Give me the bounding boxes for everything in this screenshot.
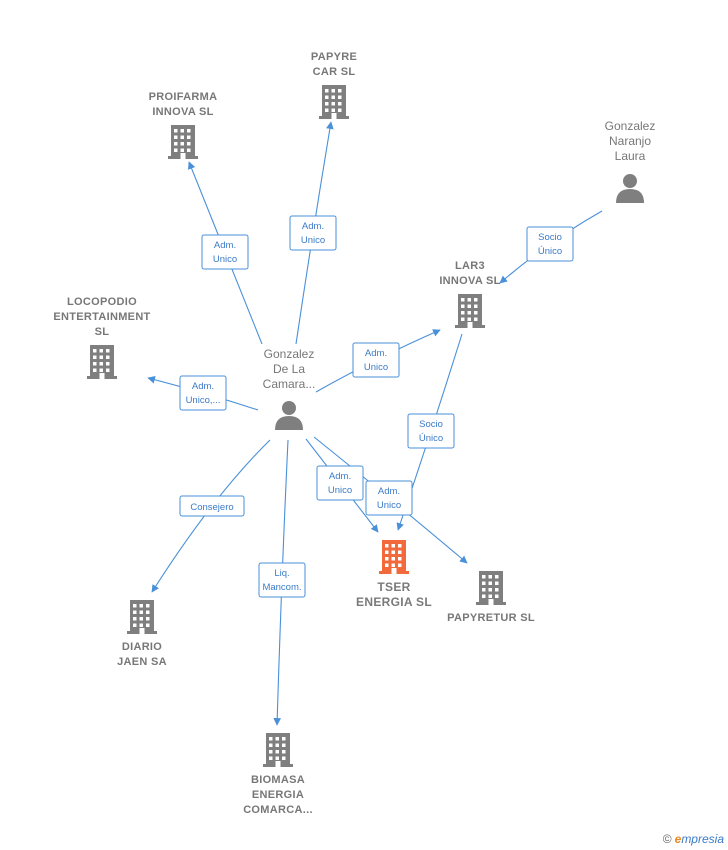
node-locopodio[interactable]: LOCOPODIO ENTERTAINMENT SL (53, 296, 150, 379)
node-label: JAEN SA (117, 656, 167, 668)
person-icon (616, 174, 644, 203)
node-biomasa[interactable]: BIOMASA ENERGIA COMARCA... (243, 733, 313, 816)
edge-label-text: Unico (328, 485, 352, 496)
node-label: ENTERTAINMENT (53, 311, 150, 323)
node-diario[interactable]: DIARIO JAEN SA (117, 600, 167, 668)
edge-label-text: Adm. (378, 486, 400, 497)
node-label: INNOVA SL (152, 106, 213, 118)
edge-label-text: Adm. (365, 348, 387, 359)
edge-label-text: Adm. (329, 471, 351, 482)
edge-label-box (352, 342, 400, 378)
node-label: Laura (615, 149, 646, 163)
node-label: BIOMASA (251, 774, 305, 786)
node-label: DIARIO (122, 641, 162, 653)
building-icon (476, 571, 506, 605)
edge-label-text: Adm. (192, 381, 214, 392)
node-label: De La (273, 362, 305, 376)
edge-label-text: Unico,... (186, 395, 221, 406)
building-icon (263, 733, 293, 767)
node-label: CAR SL (313, 66, 356, 78)
edge-label-text: Unico (364, 362, 388, 373)
edge-label-text: Único (419, 433, 443, 444)
edge-label-gonzalez_camara-to-locopodio[interactable]: Adm. Unico,... (179, 375, 227, 411)
edge-label-gonzalez_camara-to-lar3[interactable]: Adm. Unico (352, 342, 400, 378)
edge-label-text: Consejero (190, 502, 233, 513)
edge-label-text: Adm. (214, 240, 236, 251)
edge-label-box (258, 562, 306, 598)
node-label: SL (95, 326, 110, 338)
node-papyre[interactable]: PAPYRE CAR SL (311, 51, 357, 119)
brand-logo: empresia (674, 832, 724, 846)
node-label: Camara... (263, 377, 316, 391)
node-label: INNOVA SL (439, 275, 500, 287)
edge-label-box (407, 413, 455, 449)
building-icon (379, 540, 409, 574)
building-icon (319, 85, 349, 119)
building-icon (127, 600, 157, 634)
edge-label-gonzalez_camara-to-papyretur[interactable]: Adm. Unico (365, 480, 413, 516)
building-icon (455, 294, 485, 328)
edge-label-text: Unico (377, 500, 401, 511)
node-label: ENERGIA (252, 789, 304, 801)
footer-brand[interactable]: ©empresia (663, 832, 724, 846)
building-icon (168, 125, 198, 159)
edge-label-box (289, 215, 337, 251)
node-label: LAR3 (455, 260, 485, 272)
edge-label-box (316, 465, 364, 501)
node-label: COMARCA... (243, 804, 313, 816)
edges-layer (147, 121, 603, 726)
edge-label-gonzalez_camara-to-proifarma[interactable]: Adm. Unico (201, 234, 249, 270)
edge-label-text: Socio (538, 232, 562, 243)
edge-label-box (526, 226, 574, 262)
edge-label-text: Adm. (302, 221, 324, 232)
edge-label-text: Único (538, 246, 562, 257)
edge-label-box (179, 375, 227, 411)
edge-label-text: Unico (301, 235, 325, 246)
node-label: TSER (377, 580, 410, 594)
node-label: LOCOPODIO (67, 296, 137, 308)
edge-label-text: Liq. (274, 568, 289, 579)
node-label: PAPYRETUR SL (447, 612, 535, 624)
edge-label-text: Unico (213, 254, 237, 265)
node-proifarma[interactable]: PROIFARMA INNOVA SL (149, 91, 218, 159)
node-label: PROIFARMA (149, 91, 218, 103)
node-papyretur[interactable]: PAPYRETUR SL (447, 571, 535, 624)
building-icon (87, 345, 117, 379)
node-label: ENERGIA SL (356, 595, 432, 609)
node-label: PAPYRE (311, 51, 357, 63)
edge-label-gonzalez_camara-to-diario[interactable]: Consejero (179, 495, 245, 517)
edge-label-text: Mancom. (262, 582, 301, 593)
copyright-symbol: © (662, 832, 672, 846)
edge-label-gonzalez_camara-to-biomasa[interactable]: Liq. Mancom. (258, 562, 306, 598)
edge-label-box (201, 234, 249, 270)
edge-label-gonzalez_camara-to-papyre[interactable]: Adm. Unico (289, 215, 337, 251)
node-label: Gonzalez (264, 347, 315, 361)
node-label: Naranjo (609, 134, 651, 148)
node-label: Gonzalez (605, 119, 656, 133)
edge-label-box (179, 495, 245, 517)
edge-label-text: Socio (419, 419, 443, 430)
person-icon (275, 401, 303, 430)
edge-label-box (365, 480, 413, 516)
edge-label-gonzalez_camara-to-tser[interactable]: Adm. Unico (316, 465, 364, 501)
